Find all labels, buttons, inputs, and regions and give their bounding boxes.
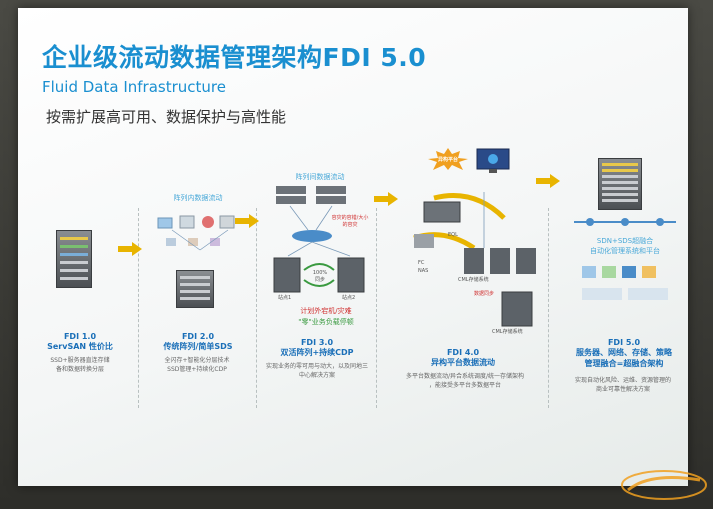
hyperconverged-rack-icon: [598, 158, 642, 210]
server-rack-icon: [56, 230, 92, 288]
column-divider: [548, 208, 549, 408]
cml-label-2: CML存储系统: [492, 329, 523, 335]
fdi-1-desc: SSD+服务器直连存储 备和数据转换分层: [50, 357, 110, 373]
watermark-logo: [621, 470, 707, 500]
starburst-badge-icon: [428, 148, 468, 170]
storage-array-icon: [176, 270, 214, 308]
right-arrow-icon: [118, 242, 142, 256]
fdi-4-name: FDI 4.0 异构平台数据流动: [431, 348, 495, 367]
fdi-5-top-label: SDN+SDS超融合 自动化管理系统和平台: [590, 237, 660, 255]
fdi-4-desc: 多平台数据流动/异合系统调度/统一存储架构 ，能接受多平台多数据平台: [405, 373, 525, 389]
heterogeneous-platform-icon: [413, 192, 536, 327]
fdi-2-desc: 全闪存+智能化分层技术 SSD管理+持续化CDP: [164, 357, 230, 373]
slide-subtitle: Fluid Data Infrastructure: [42, 78, 226, 96]
fdi-3-name: FDI 3.0 双活阵列+持续CDP: [280, 338, 354, 357]
site-2-label: 站点2: [342, 295, 356, 301]
fdi-5-desc: 实现自动化风险、运维、资源管理的 商业可靠性解决方案: [574, 377, 671, 393]
fdi-1-name: FDI 1.0 ServSAN 性价比: [47, 332, 113, 351]
fdi-4-red-note: 数据同步: [474, 291, 495, 297]
presentation-slide: 企业级流动数据管理架构FDI 5.0 Fluid Data Infrastruc…: [18, 8, 688, 486]
column-divider: [376, 208, 377, 408]
active-active-arrays-icon: [273, 186, 365, 293]
fc-label: FC: [418, 260, 425, 266]
sync-label: 100% 同步: [312, 270, 328, 283]
column-divider: [256, 208, 257, 408]
nas-label: NAS: [418, 268, 429, 274]
monitor-icon: [476, 148, 510, 173]
network-fabric-icon: [574, 218, 676, 226]
site-1-label: 站点1: [278, 295, 292, 301]
zero-downtime-label: "零"业务负载停顿: [298, 318, 354, 326]
slide-title: 企业级流动数据管理架构FDI 5.0: [42, 43, 427, 72]
fdi-3-red-note: 容灾的容错/大小 的容灾: [331, 215, 369, 228]
cml-label-1: CML存储系统: [458, 277, 489, 283]
eql-label: EQL: [448, 232, 458, 238]
fdi-3-top-label: 阵列间数据流动: [295, 173, 345, 181]
right-arrow-icon: [235, 214, 259, 228]
fdi-2-top-label: 阵列内数据流动: [173, 194, 223, 202]
fdi-2-name: FDI 2.0 传统阵列/简单SDS: [163, 332, 233, 351]
slide-tagline: 按需扩展高可用、数据保护与高性能: [46, 108, 287, 126]
right-arrow-icon: [374, 192, 398, 206]
heterogeneous-badge-label: 异构平台: [437, 157, 458, 163]
storage-devices-icon: [157, 215, 235, 251]
unplanned-outage-label: 计划外宕机/灾难: [300, 307, 352, 315]
right-arrow-icon: [536, 174, 560, 188]
fdi-5-name: FDI 5.0 服务器、网络、存储、策略 管理融合=超融合架构: [576, 338, 672, 368]
management-apps-icon: [582, 266, 668, 300]
fdi-3-desc: 实现业务的零可用与动大，以及同地三 中心解决方案: [265, 363, 368, 379]
column-divider: [138, 208, 139, 408]
